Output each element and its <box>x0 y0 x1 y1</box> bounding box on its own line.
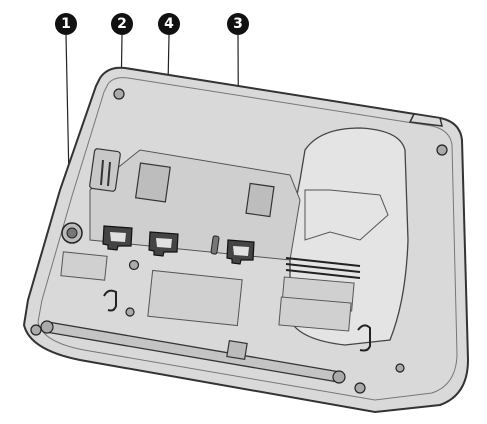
screw-hole-center-low <box>125 307 135 317</box>
phone-body <box>22 66 470 414</box>
hook-clip-left <box>103 289 117 312</box>
jack-3-modular-port <box>226 239 255 265</box>
stand-panel-inner <box>304 189 389 241</box>
label-area-left <box>60 251 108 281</box>
screw-hole-right <box>395 363 405 373</box>
jack-2-modular-port <box>102 225 133 251</box>
screw-hole-top-right <box>436 144 448 156</box>
screw-holes <box>30 88 448 394</box>
cable-slot-center <box>134 162 171 203</box>
callout-1: 1 <box>55 13 77 35</box>
top-right-tab <box>408 113 443 127</box>
cable-slot-right <box>245 182 275 218</box>
jack-4-modular-port <box>148 231 179 257</box>
bar-clip <box>226 340 248 360</box>
callout-2: 2 <box>111 13 133 35</box>
callout-3: 3 <box>227 13 249 35</box>
screw-hole-bottom-right <box>354 382 366 394</box>
bottom-stand-bar <box>40 320 346 384</box>
phone-body-inner-rim <box>37 77 458 401</box>
jack-divider-slot <box>210 235 220 255</box>
jack-1-round-port <box>61 222 83 244</box>
ventilation-ribs <box>285 257 361 279</box>
cable-clip-left <box>89 148 121 192</box>
callout-4: 4 <box>158 13 180 35</box>
label-area-right-bottom <box>278 296 352 332</box>
label-area-center <box>147 269 243 327</box>
screw-hole-top-left <box>113 88 125 100</box>
screw-hole-lower-left <box>30 324 42 336</box>
screw-hole-mid <box>128 259 140 271</box>
hook-clip-right <box>357 324 371 352</box>
